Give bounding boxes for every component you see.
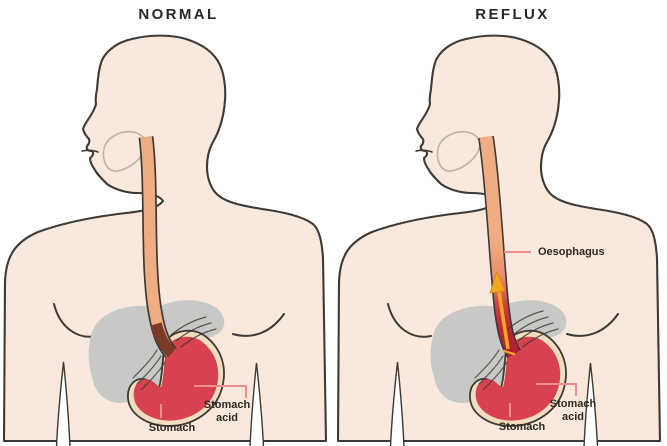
arm-gap-right: [583, 362, 599, 446]
anatomy-illustration-normal: [2, 34, 328, 446]
panel-title-normal: NORMAL: [138, 6, 219, 23]
leader-line-stomach-acid: [536, 383, 577, 396]
arm-gap-left: [389, 361, 405, 446]
pectoral-line-right: [566, 313, 619, 337]
stomach-acid-interior: [475, 336, 561, 421]
mouth-line: [415, 149, 433, 153]
reflux-arrow-head: [489, 270, 506, 294]
arm-gap-left: [55, 361, 71, 446]
mouth-cavity: [436, 130, 481, 172]
label-oesophagus: Oesophagus: [538, 246, 605, 258]
label-stomach-acid: Stomach acid: [549, 398, 597, 423]
diaphragm-hatch-upper: [170, 316, 217, 348]
pectoral-line-left: [387, 303, 432, 338]
mouth-line: [81, 149, 99, 153]
anatomy-illustration-reflux: [336, 34, 662, 446]
label-stomach-acid: Stomach acid: [203, 399, 251, 424]
diaphragm-hatch-lower: [474, 349, 508, 391]
arm-gap-right: [249, 362, 265, 446]
leader-line-stomach-acid: [194, 385, 247, 398]
sphincter-acid-mark: [502, 349, 516, 356]
diaphragm-hatch-lower: [132, 349, 166, 391]
stomach-acid-interior: [133, 336, 219, 421]
pectoral-line-right: [232, 313, 285, 337]
panel-normal: NORMAL: [0, 0, 333, 446]
body-silhouette: [2, 34, 328, 443]
panel-title-reflux: REFLUX: [475, 6, 550, 23]
label-stomach: Stomach: [498, 421, 546, 433]
diaphragm-hatch-upper: [507, 310, 559, 348]
label-stomach: Stomach: [148, 422, 196, 434]
panel-reflux: REFLUX: [334, 0, 667, 446]
reflux-arrow-shaft: [497, 291, 510, 350]
lower-esophageal-sphincter: [150, 322, 176, 358]
